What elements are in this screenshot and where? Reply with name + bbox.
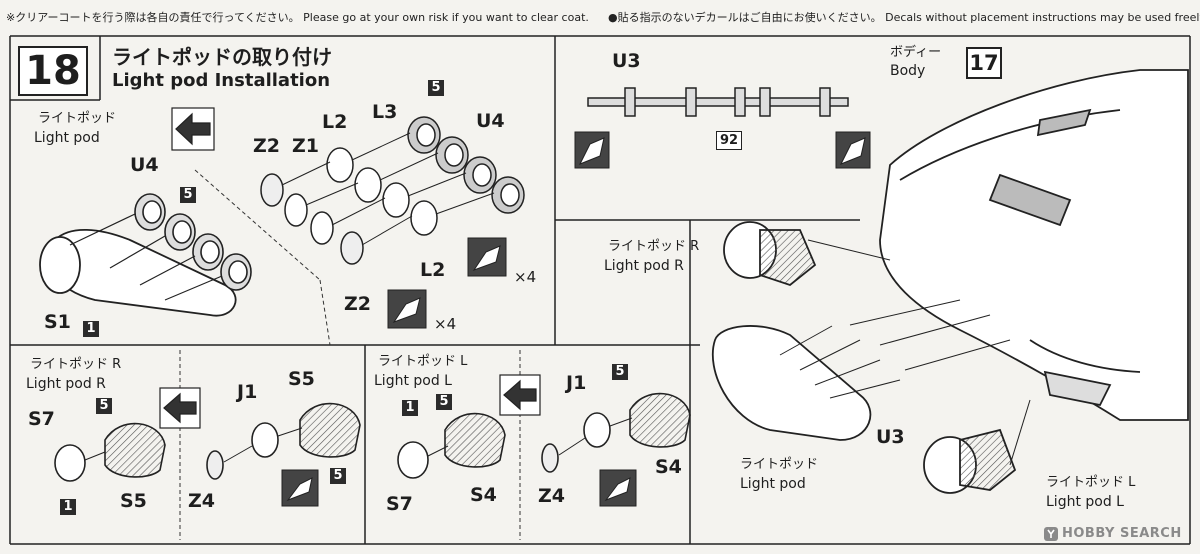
light-pod-r-label-en: Light pod R: [26, 376, 106, 392]
assembly-arrows-middle: [281, 132, 495, 246]
part-l2-top: L2: [322, 111, 348, 133]
light-pod-callout-jp: ライトポッド: [740, 457, 819, 472]
hobby-search-logo-icon: [1044, 526, 1058, 541]
badge-five-r-paint: 5: [330, 468, 346, 484]
light-pod-assembly: [711, 221, 1017, 494]
assembly-arrows-r: [84, 427, 303, 463]
part-s7-r: S7: [28, 408, 55, 430]
part-u3-top: U3: [612, 50, 641, 72]
decal-note: ●貼る指示のないデカールはご自由にお使いください。 Decals without…: [608, 11, 1200, 24]
part-z1: Z1: [292, 135, 319, 157]
badge-five-middle: 5: [428, 80, 444, 96]
body-step-reference: 17: [966, 47, 1002, 79]
part-l3: L3: [372, 101, 398, 123]
bracket-u3-top: [587, 87, 849, 117]
light-pod-r-callout-en: Light pod R: [604, 258, 684, 274]
badge-five-l-top: 5: [612, 364, 628, 380]
step-title-en: Light pod Installation: [112, 70, 331, 91]
light-pod-housing-s1: [39, 228, 237, 317]
part-l2-bottom: L2: [420, 259, 446, 281]
part-s1: S1: [44, 311, 71, 333]
light-pod-label-jp: ライトポッド: [38, 111, 117, 126]
part-s4-l: S4: [470, 484, 497, 506]
times-four-lower: ×4: [434, 315, 457, 333]
direction-arrow-icon: [159, 107, 541, 429]
assembly-arrows-left: [69, 213, 223, 301]
part-u4-right: U4: [476, 110, 505, 132]
light-pod-r-parts: [54, 402, 361, 482]
light-pod-l-parts: [397, 392, 691, 479]
part-u3-bottom: U3: [876, 426, 905, 448]
clear-coat-note: ※クリアーコートを行う際は各自の責任で行ってください。 Please go at…: [6, 11, 589, 24]
part-s4-right: S4: [655, 456, 682, 478]
part-z2-top: Z2: [253, 135, 280, 157]
part-z2-bottom: Z2: [344, 293, 371, 315]
light-pod-l-label-en: Light pod L: [374, 373, 452, 389]
badge-one-r: 1: [60, 499, 76, 515]
part-u4-left: U4: [130, 154, 159, 176]
part-j1-l: J1: [566, 372, 587, 394]
badge-one-s1: 1: [83, 321, 99, 337]
car-body: [879, 69, 1189, 421]
lens-rings-u4-left: [134, 193, 252, 291]
panel-dividers: [9, 35, 1191, 545]
light-pod-r-label-jp: ライトポッド R: [30, 357, 122, 372]
light-pod-r-callout-jp: ライトポッド R: [608, 239, 700, 254]
hobby-search-watermark: HOBBY SEARCH: [1044, 526, 1182, 541]
part-j1-r: J1: [237, 381, 258, 403]
step-title-jp: ライトポッドの取り付け: [112, 45, 332, 69]
badge-five-r: 5: [96, 398, 112, 414]
assembly-arrows-body: [779, 239, 1031, 466]
part-s5-r: S5: [120, 490, 147, 512]
light-pod-l-callout-jp: ライトポッド L: [1046, 475, 1136, 490]
light-pod-l-label-jp: ライトポッド L: [378, 354, 468, 369]
light-pod-l-callout-en: Light pod L: [1046, 494, 1124, 510]
light-pod-label-en: Light pod: [34, 130, 100, 146]
part-z4-r: Z4: [188, 490, 215, 512]
light-pod-callout-en: Light pod: [740, 476, 806, 492]
step-number: 18: [18, 46, 88, 96]
paint-icon: [281, 131, 871, 507]
body-label-en: Body: [890, 63, 926, 79]
body-label-jp: ボディー: [890, 45, 942, 60]
assembly-arrows-l: [427, 417, 633, 457]
badge-five-l: 5: [436, 394, 452, 410]
lens-parts-middle: [260, 116, 525, 265]
dashed-dividers: [179, 169, 521, 540]
part-z4-l: Z4: [538, 485, 565, 507]
badge-one-l: 1: [402, 400, 418, 416]
part-s5-top: S5: [288, 368, 315, 390]
part-s7-l: S7: [386, 493, 413, 515]
hobby-search-text: HOBBY SEARCH: [1062, 526, 1182, 541]
times-four-upper: ×4: [514, 268, 537, 286]
decal-number-badge: 92: [716, 131, 742, 150]
badge-five-left: 5: [180, 187, 196, 203]
